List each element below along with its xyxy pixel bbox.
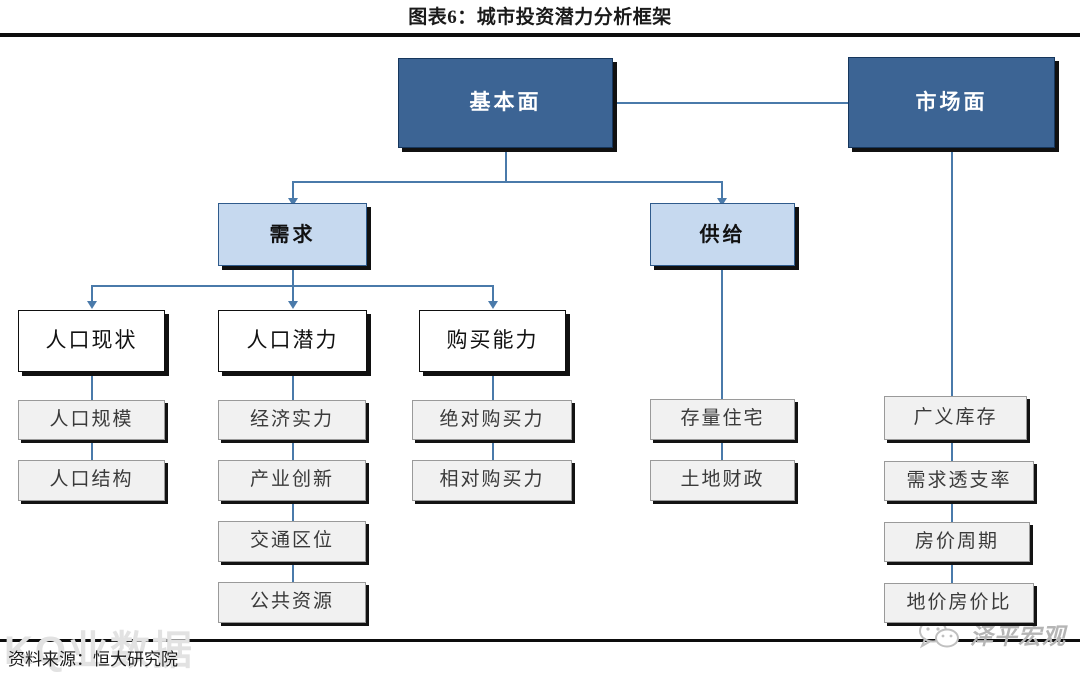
node-demand[interactable]: 需求 bbox=[218, 203, 367, 266]
connector-market-to-inventory bbox=[951, 148, 953, 396]
node-land-finance[interactable]: 土地财政 bbox=[650, 460, 795, 501]
node-public-resource[interactable]: 公共资源 bbox=[218, 582, 366, 623]
node-price-cycle-label: 房价周期 bbox=[914, 530, 999, 552]
node-pop-scale[interactable]: 人口规模 bbox=[18, 400, 165, 440]
figure-title: 图表6：城市投资潜力分析框架 bbox=[408, 7, 672, 28]
connector-scale-to-structure bbox=[91, 440, 93, 460]
node-industry-innovation-label: 产业创新 bbox=[249, 469, 334, 491]
node-pop-structure[interactable]: 人口结构 bbox=[18, 460, 165, 501]
node-transport-location-label: 交通区位 bbox=[249, 530, 334, 552]
node-broad-inventory-label: 广义库存 bbox=[913, 406, 998, 428]
node-abs-purchase[interactable]: 绝对购买力 bbox=[412, 400, 572, 440]
connector-econ-to-industry bbox=[292, 440, 294, 460]
connector-stock-to-land bbox=[721, 440, 723, 460]
node-econ-strength[interactable]: 经济实力 bbox=[218, 400, 366, 440]
connector-inventory-to-overdraft bbox=[951, 440, 953, 461]
node-econ-strength-label: 经济实力 bbox=[249, 408, 334, 430]
node-fundamental-label: 基本面 bbox=[469, 90, 542, 115]
connector-supply-to-stock bbox=[721, 266, 723, 399]
node-pop-status[interactable]: 人口现状 bbox=[18, 310, 165, 372]
footer-divider-bottom bbox=[0, 639, 1080, 642]
node-price-cycle[interactable]: 房价周期 bbox=[884, 522, 1030, 562]
node-abs-purchase-label: 绝对购买力 bbox=[439, 408, 545, 430]
node-market-label: 市场面 bbox=[915, 89, 988, 114]
node-pop-potential[interactable]: 人口潜力 bbox=[218, 310, 367, 372]
arrow-to-pop-status-icon bbox=[87, 301, 97, 309]
connector-to-pop-potential bbox=[292, 285, 294, 303]
node-purchase-power[interactable]: 购买能力 bbox=[419, 310, 566, 372]
node-demand-overdraft[interactable]: 需求透支率 bbox=[884, 461, 1034, 501]
connector-popstatus-to-scale bbox=[91, 372, 93, 400]
node-market[interactable]: 市场面 bbox=[848, 57, 1055, 148]
node-rel-purchase[interactable]: 相对购买力 bbox=[412, 460, 572, 501]
connector-to-purchase-power bbox=[492, 285, 494, 303]
connector-fundamental-stem bbox=[505, 148, 507, 182]
connector-cycle-to-ratio bbox=[951, 562, 953, 583]
node-pop-structure-label: 人口结构 bbox=[49, 469, 134, 491]
connector-overdraft-to-cycle bbox=[951, 501, 953, 522]
node-supply[interactable]: 供给 bbox=[650, 203, 795, 266]
connector-to-pop-status bbox=[91, 285, 93, 303]
connector-purchase-to-abs bbox=[492, 372, 494, 400]
connector-abs-to-rel bbox=[492, 440, 494, 460]
node-demand-label: 需求 bbox=[269, 223, 316, 246]
node-land-price-ratio[interactable]: 地价房价比 bbox=[884, 583, 1034, 623]
node-industry-innovation[interactable]: 产业创新 bbox=[218, 460, 366, 501]
connector-poppotential-to-econ bbox=[292, 372, 294, 400]
node-rel-purchase-label: 相对购买力 bbox=[439, 469, 545, 491]
arrow-to-purchase-power-icon bbox=[488, 301, 498, 309]
connector-to-supply bbox=[721, 181, 723, 200]
node-fundamental[interactable]: 基本面 bbox=[398, 58, 613, 148]
node-supply-label: 供给 bbox=[699, 223, 746, 246]
title-divider-top bbox=[0, 33, 1080, 37]
node-pop-scale-label: 人口规模 bbox=[49, 408, 134, 430]
connector-fundamental-market bbox=[613, 102, 849, 104]
node-transport-location[interactable]: 交通区位 bbox=[218, 521, 366, 562]
source-note: 资料来源：恒大研究院 bbox=[8, 650, 178, 669]
connector-fundamental-spread bbox=[292, 181, 722, 183]
node-pop-status-label: 人口现状 bbox=[45, 328, 138, 353]
node-broad-inventory[interactable]: 广义库存 bbox=[884, 396, 1027, 440]
node-land-price-ratio-label: 地价房价比 bbox=[906, 591, 1012, 613]
node-pop-potential-label: 人口潜力 bbox=[246, 328, 339, 353]
connector-transport-to-public bbox=[292, 562, 294, 582]
node-public-resource-label: 公共资源 bbox=[249, 591, 334, 613]
node-stock-housing-label: 存量住宅 bbox=[680, 408, 765, 430]
arrow-to-demand-icon bbox=[288, 198, 298, 206]
connector-industry-to-transport bbox=[292, 501, 294, 521]
node-demand-overdraft-label: 需求透支率 bbox=[906, 469, 1012, 491]
node-stock-housing[interactable]: 存量住宅 bbox=[650, 399, 795, 440]
arrow-to-supply-icon bbox=[717, 198, 727, 206]
connector-to-demand bbox=[292, 181, 294, 200]
node-purchase-power-label: 购买能力 bbox=[446, 328, 539, 353]
node-land-finance-label: 土地财政 bbox=[680, 469, 765, 491]
connector-demand-stem bbox=[292, 266, 294, 286]
arrow-to-pop-potential-icon bbox=[288, 301, 298, 309]
